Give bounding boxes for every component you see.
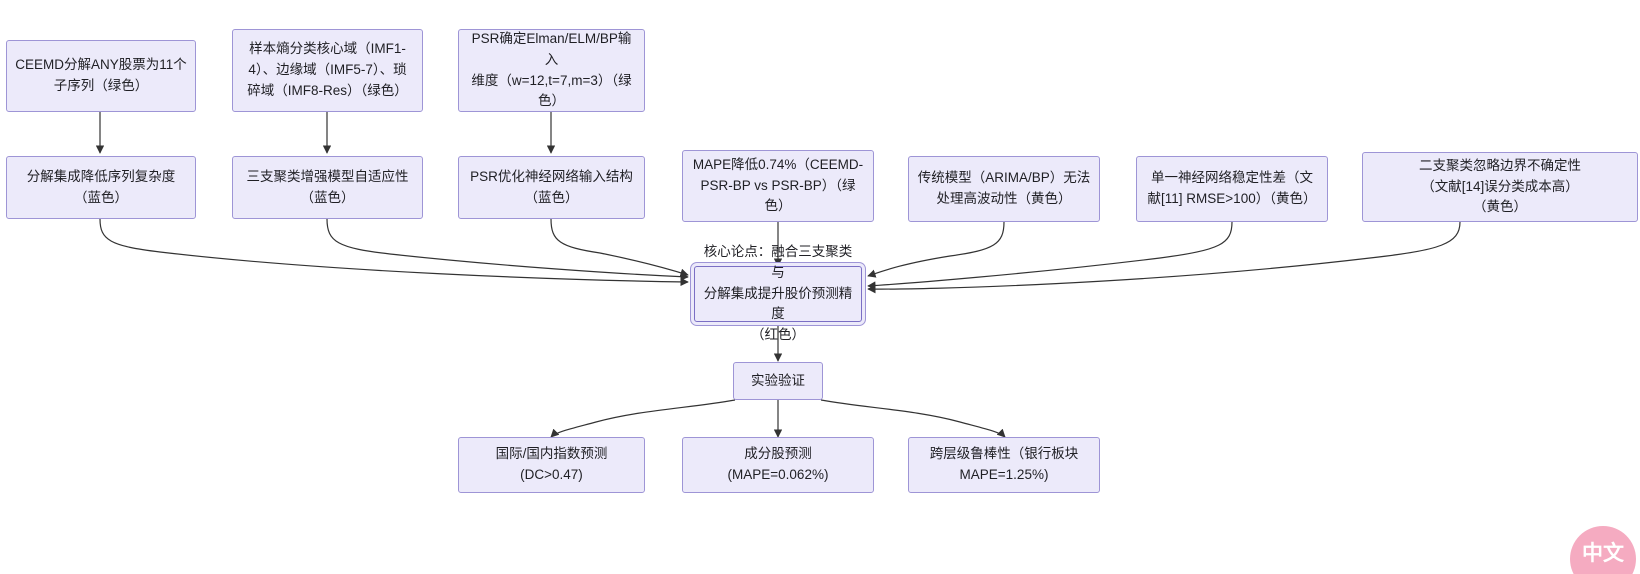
- node-label: 核心论点：融合三支聚类与 分解集成提升股价预测精度 （红色）: [703, 243, 853, 343]
- node-experiment-validation[interactable]: 实验验证: [733, 362, 823, 400]
- node-label: 国际/国内指数预测 (DC>0.47): [495, 446, 608, 482]
- node-label: MAPE降低0.74%（CEEMD- PSR-BP vs PSR-BP）（绿 色…: [692, 156, 864, 214]
- node-core-thesis[interactable]: 核心论点：融合三支聚类与 分解集成提升股价预测精度 （红色）: [694, 244, 862, 342]
- node-psr-network-structure[interactable]: PSR优化神经网络输入结构 （蓝色）: [458, 156, 645, 219]
- edge-decomp-to-core: [99, 218, 689, 287]
- watermark-text: 中文: [1582, 541, 1624, 565]
- node-label: 分解集成降低序列复杂度 （蓝色）: [26, 168, 176, 205]
- node-three-way-adaptive[interactable]: 三支聚类增强模型自适应性 （蓝色）: [232, 156, 423, 219]
- node-index-forecast[interactable]: 国际/国内指数预测 (DC>0.47): [458, 437, 645, 493]
- node-label: 成分股预测 (MAPE=0.062%): [727, 446, 829, 482]
- edge-threeway-to-core: [326, 218, 689, 281]
- edge-psrstruct-to-core: [550, 218, 689, 277]
- node-label: CEEMD分解ANY股票为11个 子序列（绿色）: [15, 57, 187, 93]
- node-cross-level-robustness[interactable]: 跨层级鲁棒性（银行板块 MAPE=1.25%): [908, 437, 1100, 493]
- node-label: 单一神经网络稳定性差（文 献[11] RMSE>100）（黄色）: [1147, 170, 1317, 206]
- edge-experiment-to-robustness: [820, 399, 1006, 438]
- node-label: 实验验证: [751, 372, 805, 388]
- node-single-network-instability[interactable]: 单一神经网络稳定性差（文 献[11] RMSE>100）（黄色）: [1136, 156, 1328, 222]
- node-sample-entropy-classify[interactable]: 样本熵分类核心域（IMF1- 4）、边缘域（IMF5-7）、琐 碎域（IMF8-…: [232, 29, 423, 112]
- node-label: 三支聚类增强模型自适应性 （蓝色）: [246, 168, 409, 205]
- node-label: 二支聚类忽略边界不确定性 （文献[14]误分类成本高） （黄色）: [1419, 157, 1581, 215]
- node-label: 跨层级鲁棒性（银行板块 MAPE=1.25%): [929, 446, 1079, 482]
- node-traditional-model-limitation[interactable]: 传统模型（ARIMA/BP）无法 处理高波动性（黄色）: [908, 156, 1100, 222]
- edge-singlenn-to-core: [867, 221, 1233, 290]
- node-ceemd-decompose[interactable]: CEEMD分解ANY股票为11个 子序列（绿色）: [6, 40, 196, 112]
- node-two-way-cluster-limitation[interactable]: 二支聚类忽略边界不确定性 （文献[14]误分类成本高） （黄色）: [1362, 152, 1638, 222]
- node-label: PSR优化神经网络输入结构 （蓝色）: [470, 168, 633, 205]
- edge-traditional-to-core: [867, 221, 1005, 278]
- watermark-badge: 中文: [1570, 526, 1636, 574]
- node-label: 传统模型（ARIMA/BP）无法 处理高波动性（黄色）: [917, 170, 1091, 206]
- node-psr-input-dimension[interactable]: PSR确定Elman/ELM/BP输入 维度（w=12,t=7,m=3）（绿 色…: [458, 29, 645, 112]
- edge-experiment-to-index: [550, 399, 736, 438]
- node-mape-improvement[interactable]: MAPE降低0.74%（CEEMD- PSR-BP vs PSR-BP）（绿 色…: [682, 150, 874, 222]
- node-label: PSR确定Elman/ELM/BP输入 维度（w=12,t=7,m=3）（绿 色…: [471, 30, 632, 109]
- node-constituent-stock-forecast[interactable]: 成分股预测 (MAPE=0.062%): [682, 437, 874, 493]
- node-label: 样本熵分类核心域（IMF1- 4）、边缘域（IMF5-7）、琐 碎域（IMF8-…: [247, 41, 408, 98]
- edge-twowaycluster-to-core: [867, 221, 1461, 294]
- node-decomposition-complexity[interactable]: 分解集成降低序列复杂度 （蓝色）: [6, 156, 196, 219]
